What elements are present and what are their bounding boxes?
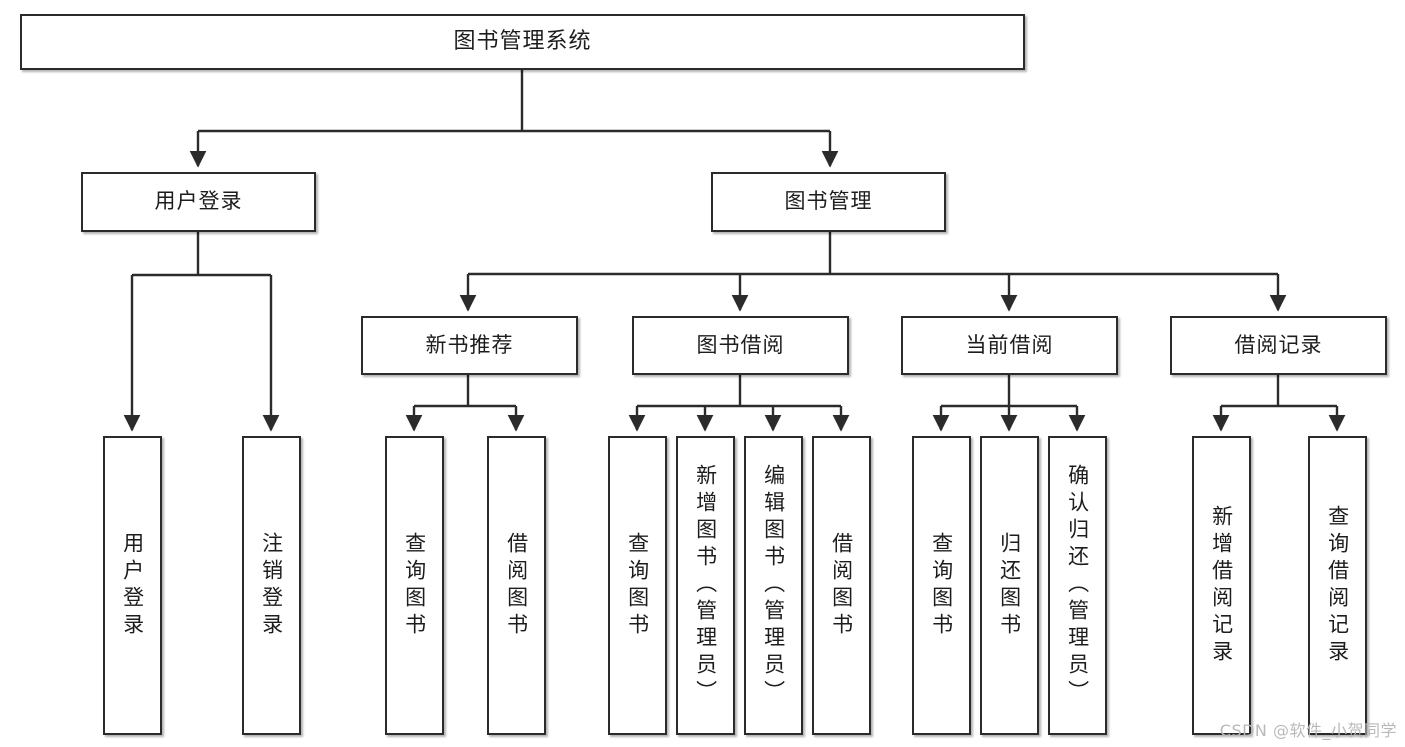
node-label: 新增图书（管理员） bbox=[693, 464, 718, 707]
node-new-book-recommend[interactable]: 新书推荐 bbox=[361, 316, 578, 375]
leaf-add-borrow-record[interactable]: 新增借阅记录 bbox=[1192, 436, 1251, 735]
node-label: 借阅图书 bbox=[829, 531, 854, 640]
node-label: 图书管理系统 bbox=[453, 28, 592, 54]
node-label: 借阅记录 bbox=[1234, 332, 1323, 357]
node-label: 新书推荐 bbox=[425, 332, 514, 357]
leaf-query-book-current[interactable]: 查询图书 bbox=[912, 436, 971, 735]
node-book-manage[interactable]: 图书管理 bbox=[711, 172, 946, 232]
node-borrow-record[interactable]: 借阅记录 bbox=[1170, 316, 1387, 375]
leaf-query-book-recommend[interactable]: 查询图书 bbox=[385, 436, 444, 735]
node-label: 用户登录 bbox=[154, 189, 243, 214]
leaf-query-borrow-record[interactable]: 查询借阅记录 bbox=[1308, 436, 1367, 735]
node-root-system[interactable]: 图书管理系统 bbox=[20, 14, 1025, 70]
node-label: 查询图书 bbox=[625, 531, 650, 640]
leaf-logout-login[interactable]: 注销登录 bbox=[242, 436, 301, 735]
node-label: 查询图书 bbox=[929, 531, 954, 640]
node-label: 用户登录 bbox=[120, 531, 145, 640]
csdn-watermark: CSDN @软件_小贺同学 bbox=[1219, 721, 1397, 740]
node-label: 注销登录 bbox=[259, 531, 284, 640]
node-label: 图书借阅 bbox=[696, 332, 785, 357]
leaf-query-book-borrow[interactable]: 查询图书 bbox=[608, 436, 667, 735]
node-current-borrow[interactable]: 当前借阅 bbox=[901, 316, 1118, 375]
leaf-user-login[interactable]: 用户登录 bbox=[103, 436, 162, 735]
node-label: 新增借阅记录 bbox=[1209, 504, 1234, 667]
leaf-borrow-book-recommend[interactable]: 借阅图书 bbox=[487, 436, 546, 735]
node-label: 查询借阅记录 bbox=[1325, 504, 1350, 667]
node-label: 查询图书 bbox=[402, 531, 427, 640]
leaf-confirm-return-admin[interactable]: 确认归还（管理员） bbox=[1048, 436, 1107, 735]
leaf-return-book[interactable]: 归还图书 bbox=[980, 436, 1039, 735]
node-book-borrow[interactable]: 图书借阅 bbox=[632, 316, 849, 375]
node-label: 确认归还（管理员） bbox=[1065, 464, 1090, 707]
node-label: 图书管理 bbox=[784, 189, 873, 214]
node-user-login[interactable]: 用户登录 bbox=[81, 172, 316, 232]
node-label: 归还图书 bbox=[997, 531, 1022, 640]
node-label: 借阅图书 bbox=[504, 531, 529, 640]
leaf-edit-book-admin[interactable]: 编辑图书（管理员） bbox=[744, 436, 803, 735]
node-label: 编辑图书（管理员） bbox=[761, 464, 786, 707]
node-label: 当前借阅 bbox=[965, 332, 1054, 357]
leaf-add-book-admin[interactable]: 新增图书（管理员） bbox=[676, 436, 735, 735]
leaf-borrow-book-borrow[interactable]: 借阅图书 bbox=[812, 436, 871, 735]
